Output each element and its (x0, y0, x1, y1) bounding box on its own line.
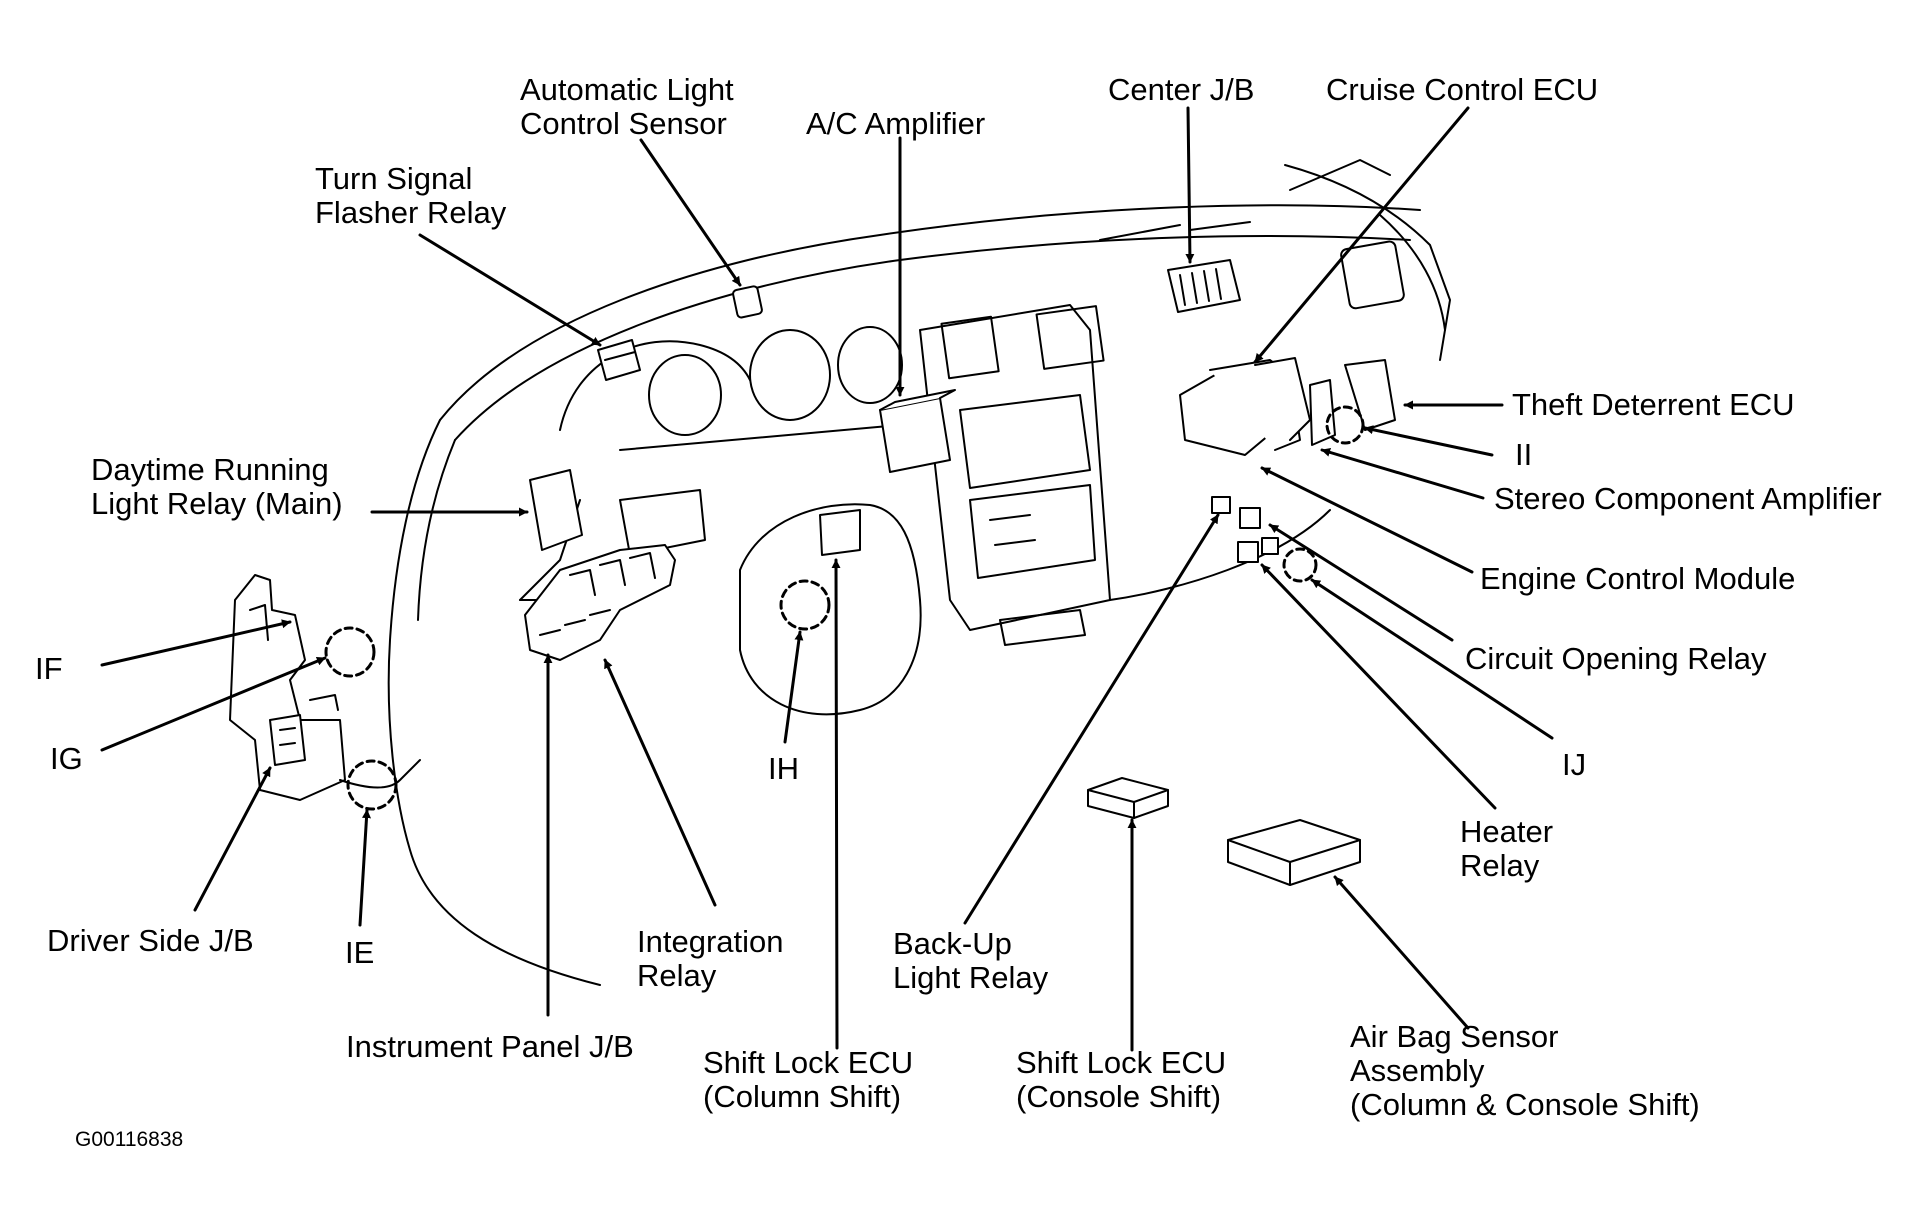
label-center-jb: Center J/B (1108, 72, 1255, 107)
label-turn-signal-flasher-relay: Turn Signal Flasher Relay (315, 161, 507, 230)
stereo-amp-box (1309, 379, 1336, 446)
label-integration-relay: Integration Relay (637, 924, 784, 993)
label-shift-lock-ecu-console: Shift Lock ECU (Console Shift) (1016, 1045, 1227, 1114)
theft-ecu-box (1344, 359, 1396, 431)
connector-markers (324, 405, 1365, 811)
connector-ii (1325, 405, 1365, 445)
label-cruise-control-ecu: Cruise Control ECU (1326, 72, 1599, 107)
driver-jb-box (229, 574, 346, 801)
label-connector-ij: IJ (1562, 747, 1587, 782)
heater-relay-box (1237, 541, 1259, 563)
connector-ie (346, 759, 398, 811)
drl-relay-box (529, 469, 583, 551)
label-connector-ih: IH (768, 751, 799, 786)
label-backup-light-relay: Back-Up Light Relay (893, 926, 1049, 995)
label-connector-ii: II (1515, 437, 1533, 472)
label-airbag-sensor-assembly: Air Bag Sensor Assembly (Column & Consol… (1350, 1019, 1700, 1122)
dashboard-outline (387, 159, 1451, 986)
circuit-relay-box (1239, 507, 1261, 529)
center-jb-box (1167, 259, 1241, 313)
turn-signal-relay-box (597, 339, 641, 381)
ac-amplifier-box (879, 397, 951, 473)
auto-light-sensor-box (732, 285, 763, 319)
components (229, 259, 1396, 886)
label-engine-control-module: Engine Control Module (1480, 561, 1796, 596)
label-stereo-component-amplifier: Stereo Component Amplifier (1494, 481, 1882, 516)
shift-lock-col-box (819, 509, 861, 556)
connector-ij (1282, 547, 1318, 583)
figure-id: G00116838 (75, 1128, 184, 1151)
label-shift-lock-ecu-column: Shift Lock ECU (Column Shift) (703, 1045, 914, 1114)
label-drl-relay-main: Daytime Running Light Relay (Main) (91, 452, 343, 521)
label-ac-amplifier: A/C Amplifier (806, 106, 986, 141)
label-theft-deterrent-ecu: Theft Deterrent ECU (1512, 387, 1795, 422)
label-auto-light-sensor: Automatic Light Control Sensor (520, 72, 734, 141)
connector-if (324, 626, 376, 678)
label-driver-side-jb: Driver Side J/B (47, 923, 254, 958)
label-connector-ig: IG (50, 741, 83, 776)
label-connector-ie: IE (345, 935, 375, 970)
connector-ih (779, 579, 831, 631)
backup-relay-box (1211, 496, 1231, 514)
label-instrument-panel-jb: Instrument Panel J/B (346, 1029, 634, 1064)
label-circuit-opening-relay: Circuit Opening Relay (1465, 641, 1767, 676)
label-connector-if: IF (35, 651, 63, 686)
label-heater-relay: Heater Relay (1460, 814, 1554, 883)
leader-lines (100, 106, 1554, 1052)
